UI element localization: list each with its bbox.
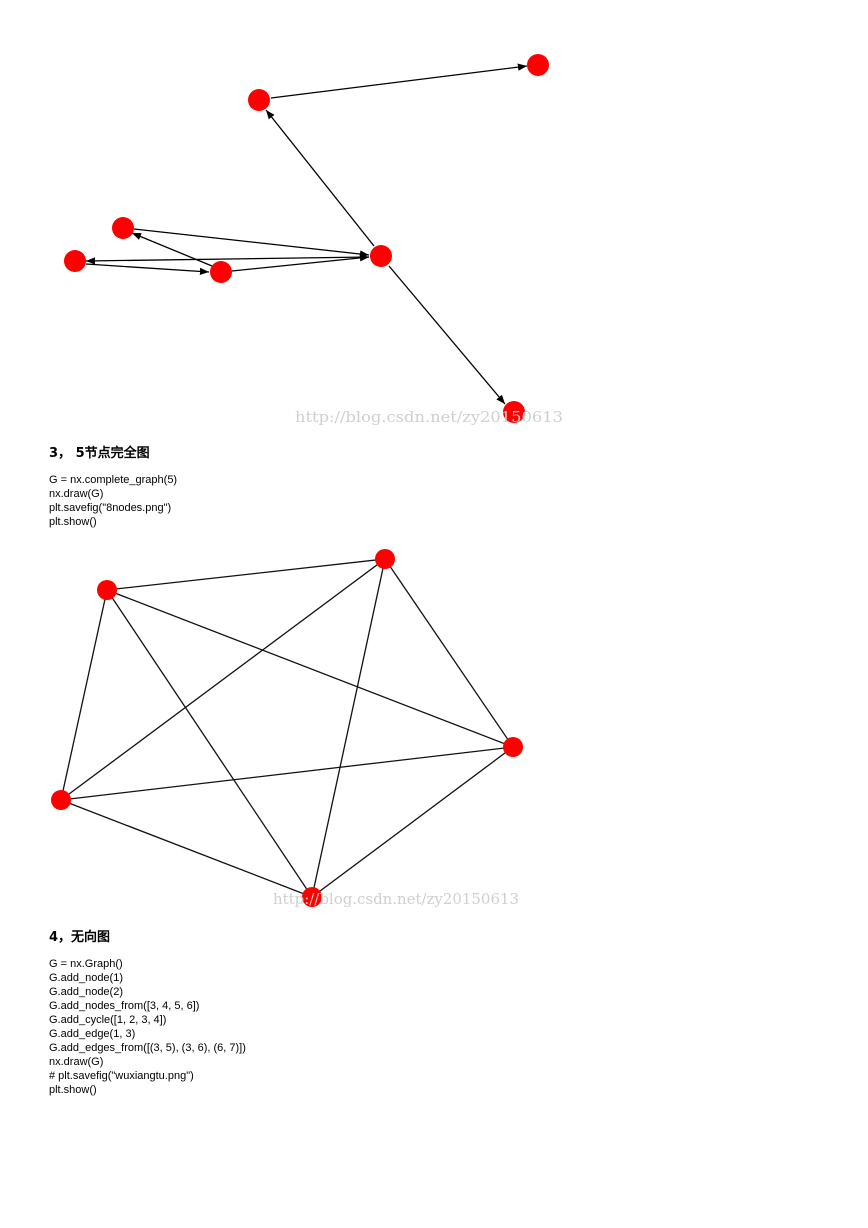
code-line: G.add_node(1) [49,972,123,984]
graph-edge [85,263,210,276]
directed-graph-figure: http://blog.csdn.net/zy20150613 [64,54,563,426]
watermark: http://blog.csdn.net/zy20150613 [295,408,563,426]
code-line: G.add_cycle([1, 2, 3, 4]) [49,1014,167,1026]
graph-edge [384,558,514,748]
graph-node [370,245,392,267]
code-line: # plt.savefig("wuxiangtu.png") [49,1070,194,1082]
code-line: plt.show() [49,516,97,528]
graph-node [248,89,270,111]
code-line: plt.show() [49,1084,97,1096]
graph-node [64,250,86,272]
code-line: nx.draw(G) [49,488,104,500]
watermark: http://blog.csdn.net/zy20150613 [273,890,519,908]
graph-edge [388,265,506,405]
code-block: G = nx.complete_graph(5) nx.draw(G) plt.… [49,473,177,529]
section-heading: 3， 5节点完全图 [49,446,150,461]
graph-edge [60,746,514,801]
graph-edge [85,256,370,265]
section-heading: 4，无向图 [49,930,111,945]
graph-edge [60,558,386,801]
graph-edge [265,109,375,247]
code-line: G = nx.Graph() [49,958,123,970]
graph-node [503,737,523,757]
graph-node [375,549,395,569]
graph-edge [311,558,386,898]
graph-node [302,887,322,907]
graph-edge [231,254,370,272]
graph-edge [60,589,108,801]
graph-node [210,261,232,283]
graph-node [503,401,525,423]
graph-edge [311,746,514,898]
complete-graph-figure: http://blog.csdn.net/zy20150613 [51,549,523,908]
graph-edge [106,589,514,748]
code-block: G = nx.Graph() G.add_node(1) G.add_node(… [49,957,246,1097]
graph-node [51,790,71,810]
code-line: G.add_edge(1, 3) [49,1028,136,1040]
code-line: G.add_edges_from([(3, 5), (3, 6), (6, 7)… [49,1042,246,1054]
code-line: G.add_nodes_from([3, 4, 5, 6]) [49,1000,200,1012]
code-line: plt.savefig("8nodes.png") [49,502,172,514]
graph-edge [106,558,386,591]
code-line: nx.draw(G) [49,1056,104,1068]
graph-edge [133,228,370,258]
code-line: G = nx.complete_graph(5) [49,474,178,486]
graph-edge [131,232,213,267]
graph-edge [60,799,313,898]
graph-node [112,217,134,239]
code-line: G.add_node(2) [49,986,123,998]
graph-edge [106,589,313,898]
graph-node [527,54,549,76]
graph-node [97,580,117,600]
graph-edge [270,63,528,99]
